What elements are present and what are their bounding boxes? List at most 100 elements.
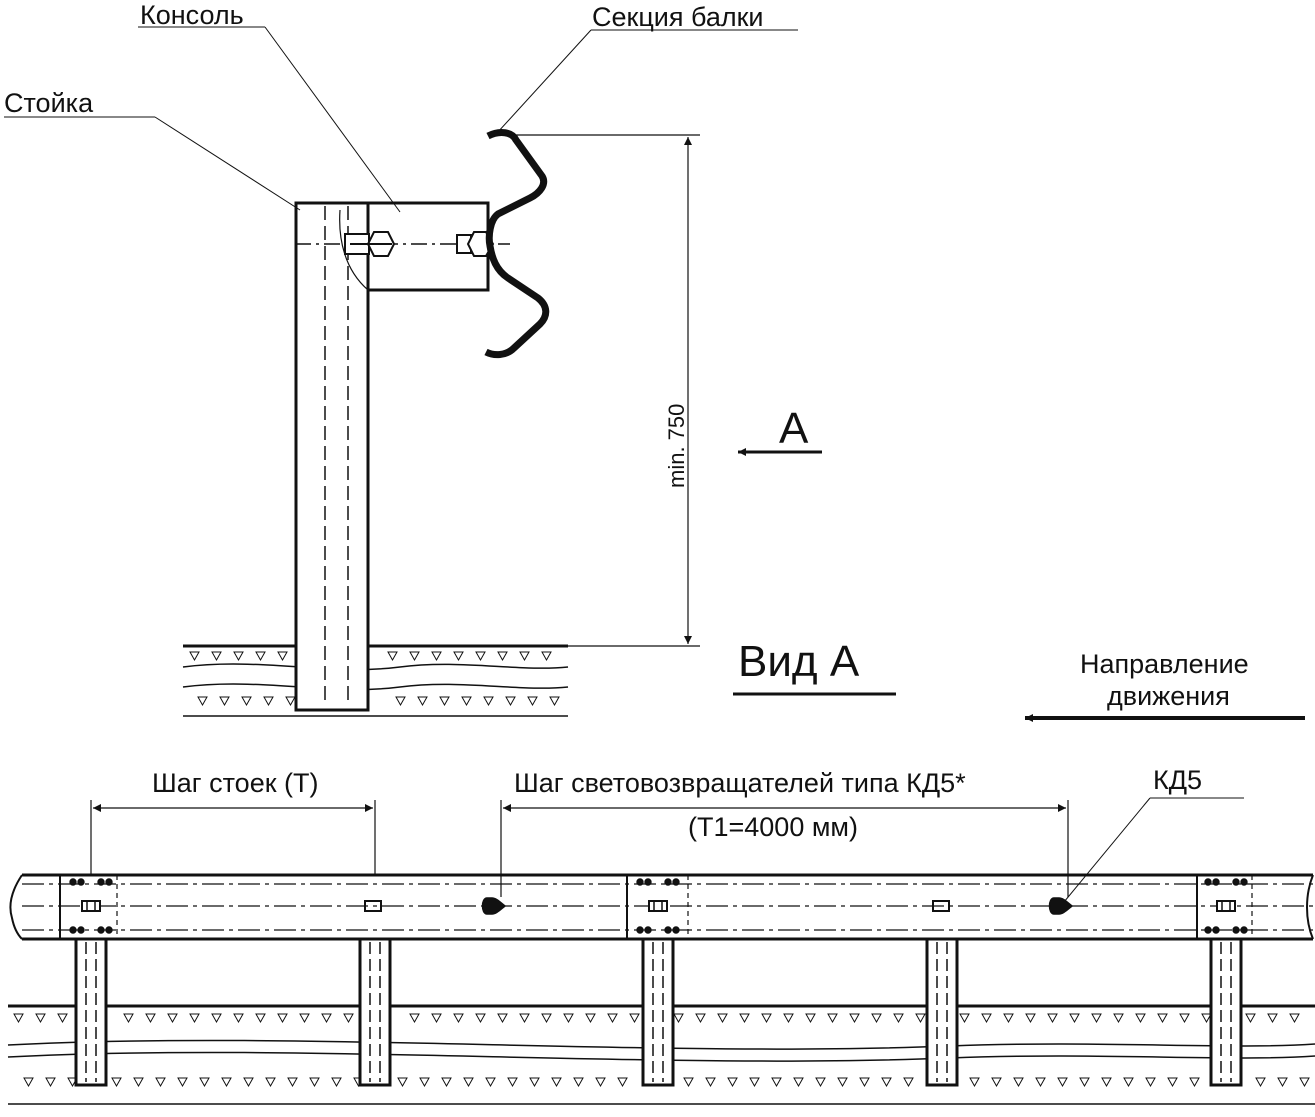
soil-hatch-mark bbox=[219, 696, 230, 707]
soil-hatch-mark bbox=[1003, 1013, 1014, 1024]
soil-hatch-mark bbox=[309, 1077, 320, 1088]
post-bottom bbox=[641, 937, 675, 1087]
height-dimension bbox=[498, 134, 700, 647]
soil-hatch-mark bbox=[1013, 1077, 1024, 1088]
soil-hatch-mark bbox=[805, 1013, 816, 1024]
soil-hatch-mark bbox=[211, 1013, 222, 1024]
soil-hatch-mark bbox=[595, 1077, 606, 1088]
splice-bolt-group bbox=[1204, 878, 1248, 934]
reflector-kd5-2 bbox=[1048, 897, 1074, 915]
soil-hatch-mark bbox=[991, 1077, 1002, 1088]
soil-hatch-mark bbox=[475, 1013, 486, 1024]
soil-hatch-mark bbox=[1035, 1077, 1046, 1088]
soil-hatch-mark bbox=[969, 1077, 980, 1088]
soil-hatch-mark bbox=[343, 1013, 354, 1024]
soil-hatch-mark bbox=[189, 1013, 200, 1024]
soil-hatch-mark bbox=[563, 1013, 574, 1024]
soil-hatch-mark bbox=[717, 1013, 728, 1024]
soil-hatch-mark bbox=[849, 1013, 860, 1024]
soil-hatch-mark bbox=[497, 1013, 508, 1024]
post-bottom bbox=[925, 937, 959, 1087]
soil-hatch-mark bbox=[155, 1077, 166, 1088]
soil-hatch-mark bbox=[505, 696, 516, 707]
reflector-kd5-1 bbox=[481, 897, 507, 915]
soil-hatch-mark bbox=[441, 1077, 452, 1088]
soil-hatch-mark bbox=[695, 1013, 706, 1024]
soil-hatch-mark bbox=[1079, 1077, 1090, 1088]
soil-hatch-mark bbox=[321, 1013, 332, 1024]
post-bolt-1 bbox=[364, 900, 382, 912]
soil-hatch-mark bbox=[167, 1013, 178, 1024]
soil-hatch-mark bbox=[221, 1077, 232, 1088]
soil-hatch-mark bbox=[683, 1077, 694, 1088]
soil-hatch-mark bbox=[837, 1077, 848, 1088]
soil-hatch-mark bbox=[541, 1013, 552, 1024]
soil-hatch-mark bbox=[13, 1013, 24, 1024]
soil-hatch-mark bbox=[453, 1013, 464, 1024]
view-marker-label: А bbox=[779, 404, 809, 453]
soil-hatch-mark bbox=[959, 1013, 970, 1024]
post-bottom bbox=[358, 937, 392, 1087]
soil-hatch-mark bbox=[527, 696, 538, 707]
splice-bolt-group bbox=[636, 878, 680, 934]
soil-hatch-mark bbox=[585, 1013, 596, 1024]
soil-hatch-mark bbox=[607, 1013, 618, 1024]
splice-bolt-groups bbox=[69, 878, 1248, 934]
soil-hatch-mark bbox=[453, 651, 464, 662]
soil-hatch-mark bbox=[463, 1077, 474, 1088]
soil-hatch-mark bbox=[629, 1013, 640, 1024]
soil-hatch-mark bbox=[981, 1013, 992, 1024]
soil-hatch-mark bbox=[397, 1077, 408, 1088]
soil-hatch-mark bbox=[285, 696, 296, 707]
soil-hatch-mark bbox=[233, 651, 244, 662]
post-profile bbox=[294, 201, 370, 712]
soil-hatch-mark bbox=[1189, 1077, 1200, 1088]
height-dimension-label: min. 750 bbox=[664, 404, 689, 488]
soil-hatch-mark bbox=[331, 1077, 342, 1088]
soil-hatch-mark bbox=[277, 651, 288, 662]
soil-hatch-mark bbox=[123, 1013, 134, 1024]
soil-hatch-mark bbox=[793, 1077, 804, 1088]
soil-hatch-mark bbox=[519, 1013, 530, 1024]
soil-hatch-mark bbox=[541, 651, 552, 662]
reflector-spacing-label: Шаг световозвращателей типа КД5* bbox=[514, 768, 966, 798]
soil-hatch-mark bbox=[727, 1077, 738, 1088]
soil-hatch-mark bbox=[417, 696, 428, 707]
post-label: Стойка bbox=[4, 88, 94, 118]
soil-hatch-mark bbox=[705, 1077, 716, 1088]
view-title: Вид А bbox=[738, 637, 860, 686]
soil-hatch-mark bbox=[419, 1077, 430, 1088]
soil-hatch-mark bbox=[573, 1077, 584, 1088]
soil-hatch-mark bbox=[1069, 1013, 1080, 1024]
soil-hatch-mark bbox=[1091, 1013, 1102, 1024]
beam-section-label: Секция балки bbox=[592, 2, 764, 32]
soil-hatch-mark bbox=[287, 1077, 298, 1088]
soil-hatch-mark bbox=[395, 696, 406, 707]
soil-hatch-mark bbox=[859, 1077, 870, 1088]
soil-hatch-mark bbox=[1123, 1077, 1134, 1088]
soil-hatch-mark bbox=[739, 1013, 750, 1024]
soil-hatch-mark bbox=[903, 1077, 914, 1088]
kd5-leader bbox=[1063, 797, 1244, 903]
soil-hatch-mark bbox=[439, 696, 450, 707]
posts-row bbox=[74, 937, 1243, 1087]
soil-hatch-mark bbox=[617, 1077, 628, 1088]
soil-hatch-mark bbox=[233, 1013, 244, 1024]
soil-hatch-mark bbox=[243, 1077, 254, 1088]
soil-hatch-mark bbox=[1267, 1013, 1278, 1024]
leader-lines bbox=[4, 26, 798, 213]
soil-hatch-mark bbox=[485, 1077, 496, 1088]
soil-hatch-mark bbox=[23, 1077, 34, 1088]
soil-hatch-mark bbox=[1113, 1013, 1124, 1024]
soil-hatch-mark bbox=[189, 651, 200, 662]
direction-label-line1: Направление bbox=[1080, 649, 1249, 679]
soil-hatch-mark bbox=[145, 1013, 156, 1024]
soil-hatch-mark bbox=[551, 1077, 562, 1088]
post-spacing-dimension bbox=[90, 800, 376, 875]
soil-hatch-mark bbox=[1047, 1013, 1058, 1024]
soil-hatch-mark bbox=[299, 1013, 310, 1024]
soil-hatch-mark bbox=[111, 1077, 122, 1088]
soil-hatch-mark bbox=[255, 1013, 266, 1024]
soil-hatch-mark bbox=[1167, 1077, 1178, 1088]
soil-hatch-mark bbox=[529, 1077, 540, 1088]
